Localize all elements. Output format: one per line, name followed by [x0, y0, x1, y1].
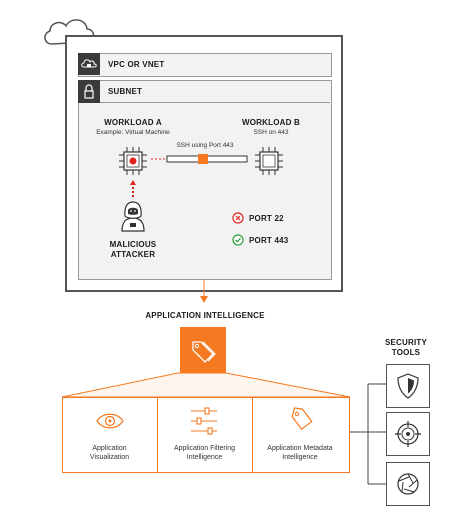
capability-2-line2: Intelligence — [186, 454, 223, 461]
capabilities-divider-2 — [252, 397, 253, 472]
security-tools-line2: TOOLS — [391, 348, 421, 357]
attacker-line1: MALICIOUS — [109, 240, 157, 249]
sliders-icon — [188, 405, 220, 437]
workload-b-subtitle: SSH on 443 — [253, 129, 289, 136]
padlock-icon — [78, 80, 100, 103]
security-tools-line1: SECURITY — [384, 338, 428, 347]
security-tool-aperture[interactable] — [386, 462, 430, 506]
workload-a-title: WORKLOAD A — [104, 118, 162, 127]
check-circle-icon — [232, 234, 244, 246]
subnet-header — [78, 80, 330, 103]
workload-a-chip-icon — [117, 145, 149, 177]
capability-1-line2: Visualization — [89, 454, 130, 461]
workload-b-chip-icon — [253, 145, 285, 177]
attacker-line2: ATTACKER — [110, 250, 156, 259]
port-22-label: PORT 22 — [249, 214, 284, 223]
tag-icon — [285, 405, 315, 437]
port-443-label: PORT 443 — [249, 236, 289, 245]
aperture-icon — [397, 473, 419, 495]
eye-icon — [95, 409, 125, 433]
cloud-lock-icon — [78, 53, 100, 75]
subnet-label: SUBNET — [108, 87, 143, 96]
security-tool-shield[interactable] — [386, 364, 430, 408]
capabilities-divider-1 — [157, 397, 158, 472]
connection-label: SSH using Port 443 — [176, 142, 234, 149]
vpc-label: VPC OR VNET — [108, 60, 165, 69]
shield-icon — [397, 373, 419, 399]
capability-3-line2: Intelligence — [282, 454, 318, 461]
hacker-icon — [118, 200, 148, 232]
connection-line — [151, 152, 251, 166]
security-tool-target[interactable] — [386, 412, 430, 456]
capability-1-line1: Application — [92, 445, 127, 452]
capability-2-line1: Application Filtering — [173, 445, 236, 452]
vpc-header — [78, 53, 332, 77]
subnet-panel — [78, 80, 332, 280]
x-circle-icon — [232, 212, 244, 224]
app-intel-title: APPLICATION INTELLIGENCE — [145, 311, 265, 320]
tags-icon — [180, 327, 226, 373]
capability-3-line1: Application Metadata — [267, 445, 333, 452]
attack-arrow — [129, 180, 137, 200]
workload-b-title: WORKLOAD B — [242, 118, 300, 127]
target-icon — [395, 421, 421, 447]
workload-a-subtitle: Example: Virtual Machine — [96, 129, 170, 136]
